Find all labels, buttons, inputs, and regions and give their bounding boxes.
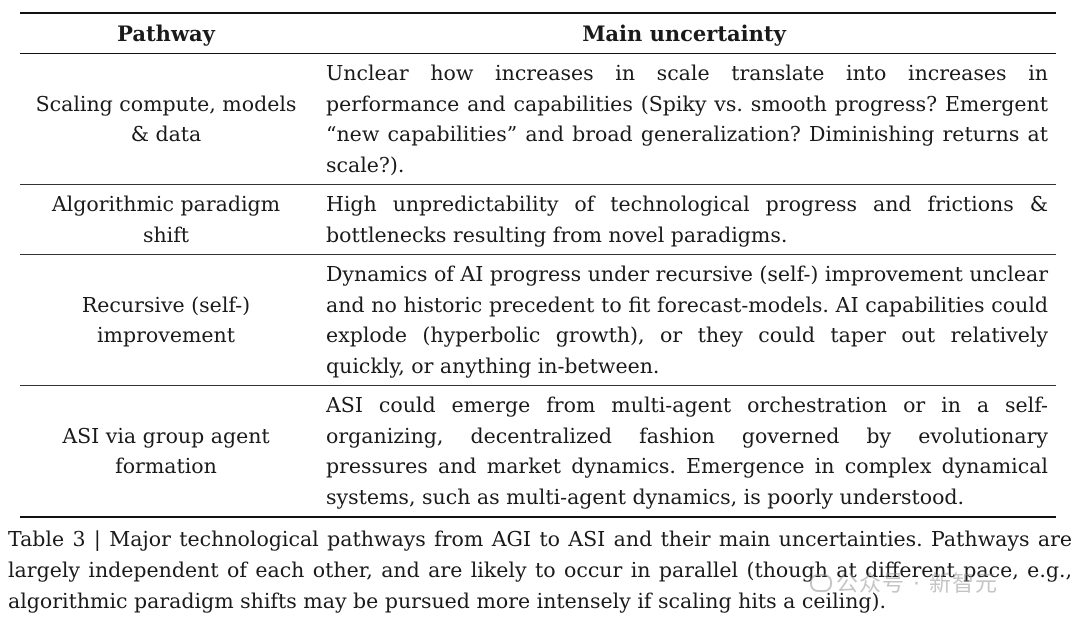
table-row: Recursive (self-) improvement Dynamics o…	[20, 254, 1056, 386]
watermark-text: 公众号 · 新智元	[836, 572, 998, 597]
header-pathway: Pathway	[20, 12, 312, 54]
pathway-cell: ASI via group agent formation	[20, 385, 312, 518]
table-row: Scaling compute, models & data Unclear h…	[20, 53, 1056, 185]
header-main-uncertainty: Main uncertainty	[312, 12, 1056, 54]
pathway-cell: Scaling compute, models & data	[20, 53, 312, 185]
watermark: 公众号 · 新智元	[810, 566, 998, 598]
pathway-cell: Recursive (self-) improvement	[20, 254, 312, 386]
wechat-icon	[810, 574, 832, 592]
table-header-row: Pathway Main uncertainty	[20, 12, 1056, 54]
pathways-table-container: Pathway Main uncertainty Scaling compute…	[20, 12, 1056, 518]
uncertainty-cell: Unclear how increases in scale translate…	[312, 53, 1056, 185]
pathways-table: Pathway Main uncertainty Scaling compute…	[20, 12, 1056, 518]
uncertainty-cell: High unpredictability of technological p…	[312, 184, 1056, 255]
table-row: Algorithmic paradigm shift High unpredic…	[20, 184, 1056, 255]
table-row: ASI via group agent formation ASI could …	[20, 385, 1056, 518]
table-caption: Table 3 | Major technological pathways f…	[8, 527, 1072, 613]
pathway-cell: Algorithmic paradigm shift	[20, 184, 312, 255]
uncertainty-cell: Dynamics of AI progress under recursive …	[312, 254, 1056, 386]
uncertainty-cell: ASI could emerge from multi-agent orches…	[312, 385, 1056, 518]
